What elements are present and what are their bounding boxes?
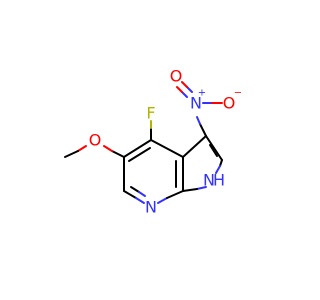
bond-lines [64, 81, 223, 204]
atom-pyrrole-hydrogen: H [213, 171, 225, 190]
nitro-nitrogen-charge: + [198, 88, 206, 99]
bond-c2-n1 [219, 159, 223, 167]
bond-n1-c7a-n [196, 186, 207, 190]
bond-c4-c3a [150, 139, 184, 158]
bond-c5-o [111, 150, 125, 158]
bond-c4-c5 [123, 139, 152, 158]
bond-n-o-double-n [181, 91, 188, 98]
bond-o-ch3 [64, 150, 79, 158]
bond-c3-n-nitro-n [196, 116, 201, 125]
bond-c3-c2 [205, 135, 223, 161]
atom-nitro-oxygen-double: O [170, 67, 183, 86]
bond-n-o-double-n-2 [186, 86, 193, 93]
bond-c3a-c3 [182, 135, 207, 158]
bond-c6-n7 [123, 190, 137, 199]
atom-labels: F N + O O − O N N H [89, 67, 242, 217]
nitro-oxygen-charge: − [234, 88, 242, 99]
molecule-structure: F N + O O − O N N H [64, 67, 242, 217]
atom-fluorine: F [146, 104, 155, 123]
bond-c3-n-nitro [199, 123, 207, 137]
bond-n7-c7a [166, 190, 184, 199]
bond-n7-c7a-n [157, 197, 168, 204]
molecule-diagram: F N + O O − O N N H [64, 67, 242, 217]
bond-n1-c7a [182, 188, 198, 192]
bond-c2-n1-n [215, 165, 221, 174]
bond-n-o-double-o [176, 86, 183, 93]
atom-nitro-nitrogen: N [190, 94, 202, 113]
atom-pyrrole-nitrogen: N [203, 171, 215, 190]
bond-o-ch3-o [77, 145, 87, 152]
bond-c6-n7-double-n [138, 191, 146, 197]
bond-c6-n7-n [135, 197, 145, 204]
bond-c4-c5-double [128, 147, 151, 162]
bond-c6-n7-double [130, 186, 140, 193]
bond-n-o-double-o-2 [181, 81, 188, 88]
bond-c5-o-o [103, 145, 113, 152]
atom-ring-nitrogen: N [145, 198, 157, 217]
atom-nitro-oxygen-single: O [223, 94, 236, 113]
atom-methoxy-oxygen: O [89, 131, 102, 150]
bond-c3-c2-double [209, 144, 218, 157]
